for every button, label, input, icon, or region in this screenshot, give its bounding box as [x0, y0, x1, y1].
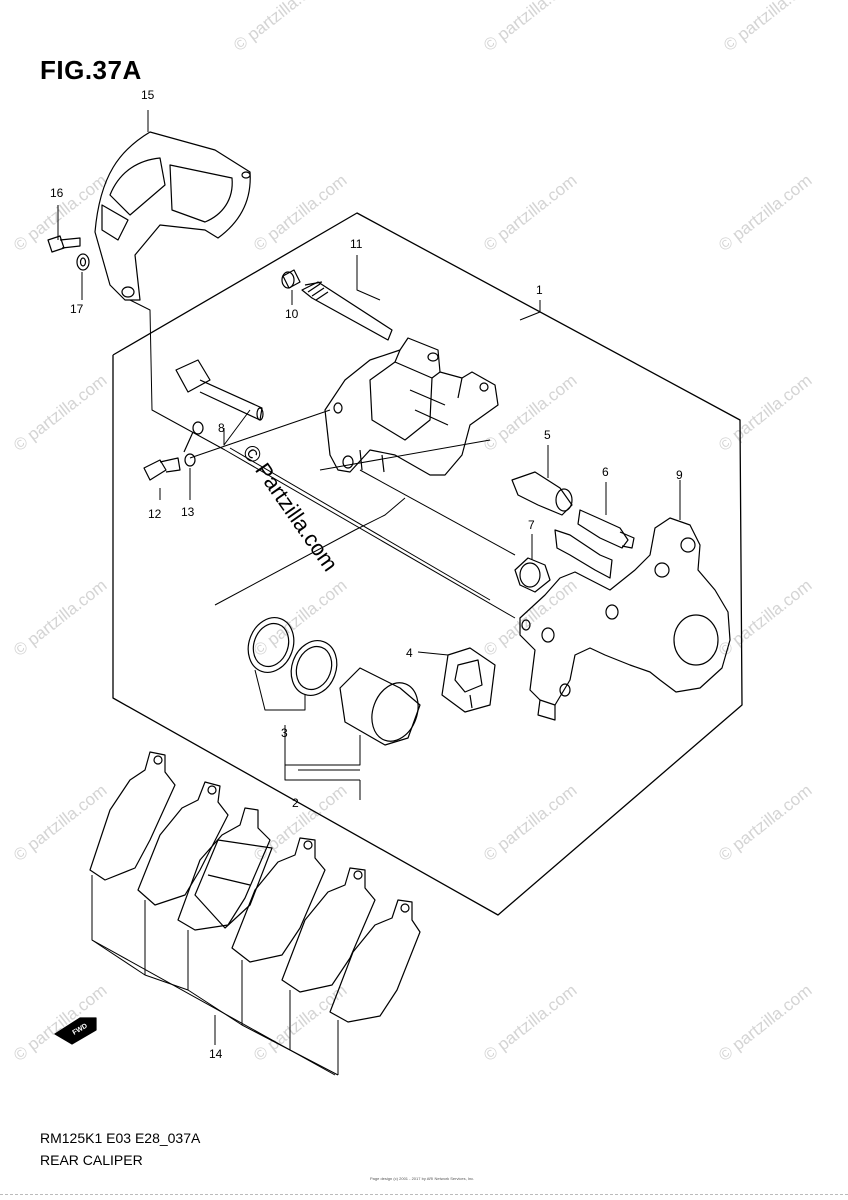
part-9-bracket: [519, 517, 731, 721]
part-6-pin: [577, 509, 635, 549]
part-7-boot: [514, 557, 551, 593]
callout-12: 12: [148, 507, 162, 521]
fwd-arrow: [54, 1017, 97, 1045]
assembly-outline: [112, 212, 743, 916]
callout-2: 2: [292, 796, 299, 810]
callout-13: 13: [181, 505, 195, 519]
part-10-cap: [281, 269, 301, 289]
callout-1: 1: [536, 283, 543, 297]
part-12-bleeder: [143, 457, 181, 481]
part-13-cap: [183, 421, 204, 467]
callout-16: 16: [50, 186, 64, 200]
caliper-body: [324, 337, 499, 476]
leader-lines: [57, 110, 681, 1076]
part-17-washer: [76, 253, 90, 271]
callout-7: 7: [528, 518, 535, 532]
part-16-bolt: [47, 235, 81, 253]
callout-3: 3: [281, 726, 288, 740]
callout-10: 10: [285, 307, 299, 321]
part-2-piston: [339, 667, 421, 746]
part-14-pads: [89, 751, 421, 1023]
figure-code: RM125K1 E03 E28_037A: [40, 1130, 201, 1146]
part-8-pin: [175, 359, 264, 421]
part-4-plate: [441, 647, 496, 713]
part-5-boot: [511, 471, 573, 516]
callout-14: 14: [209, 1047, 223, 1061]
figure-title: FIG.37A: [40, 55, 142, 85]
callout-8: 8: [218, 421, 225, 435]
callout-15: 15: [141, 88, 155, 102]
pad-spring: [554, 529, 613, 579]
part-15-guard: [94, 131, 251, 301]
callout-17: 17: [70, 302, 84, 316]
callout-5: 5: [544, 428, 551, 442]
figure-name: REAR CALIPER: [40, 1152, 143, 1168]
copyright-note: Page design (c) 2001 - 2017 by ARI Netwo…: [370, 1176, 475, 1181]
callout-9: 9: [676, 468, 683, 482]
part-11-pin: [301, 281, 393, 341]
callout-4: 4: [406, 646, 413, 660]
callout-6: 6: [602, 465, 609, 479]
callout-11: 11: [350, 237, 363, 251]
bottom-divider: [0, 1194, 848, 1195]
part-3-seals: [247, 617, 338, 696]
